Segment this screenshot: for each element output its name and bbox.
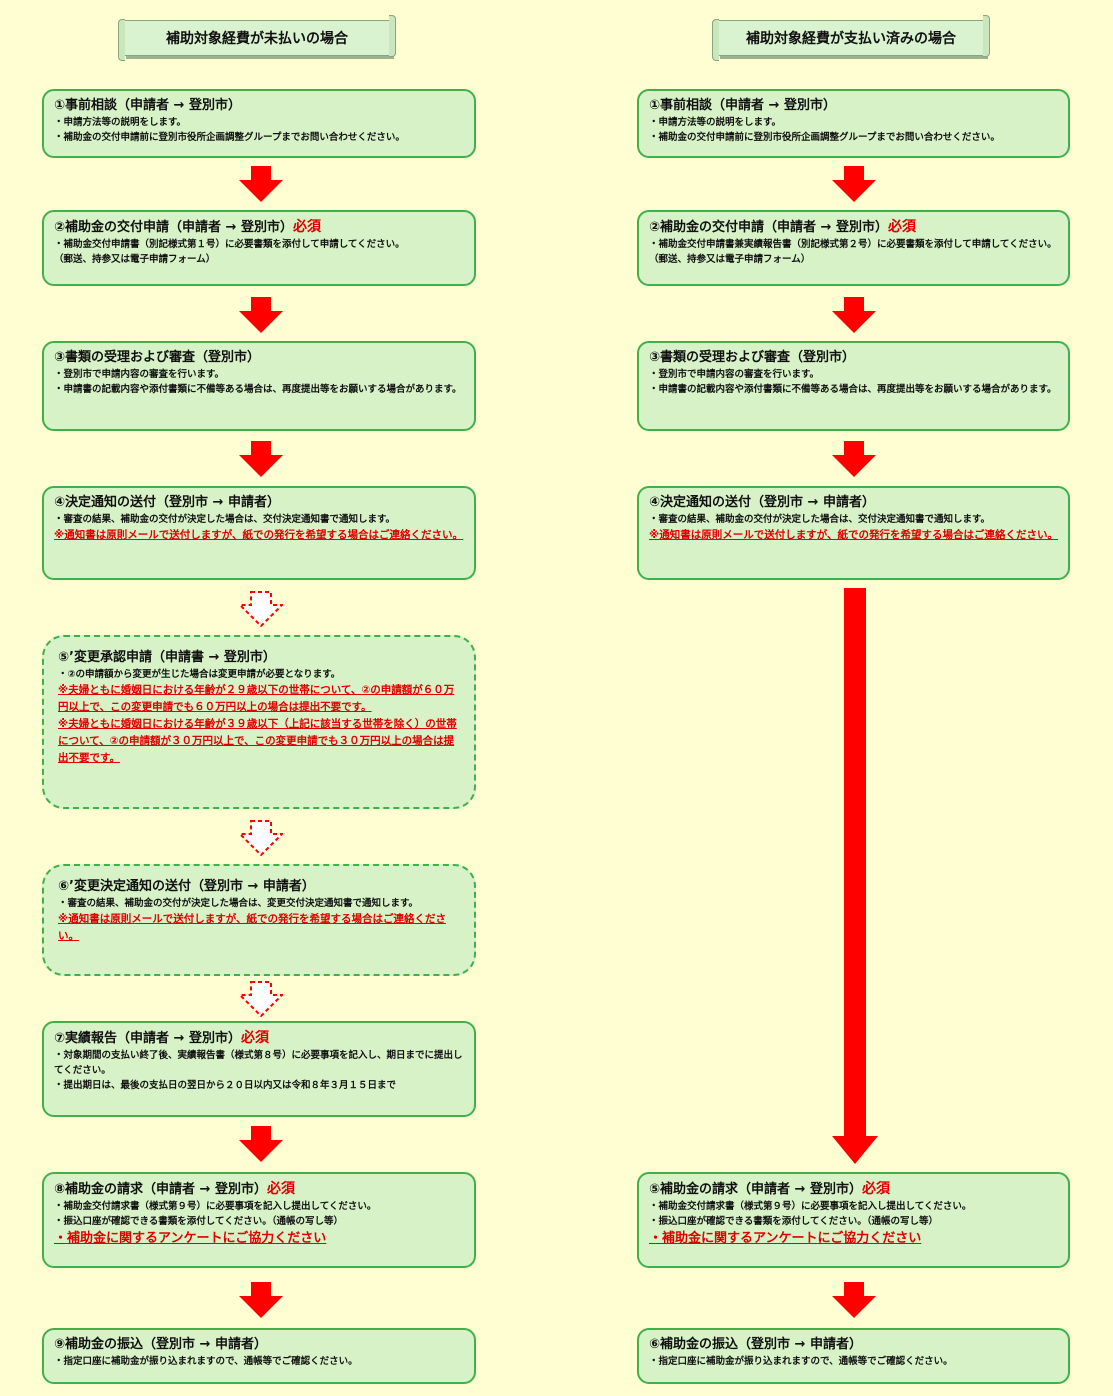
email-notice: ※通知書は原則メールで送付しますが、紙での発行を希望する場合はご連絡ください。 — [58, 913, 446, 942]
left-step-3-review: ③書類の受理および審査（登別市） ・登別市で申請内容の審査を行います。 ・申請書… — [42, 341, 476, 431]
right-step-1-consultation: ①事前相談（申請者 → 登別市） ・申請方法等の説明をします。 ・補助金の交付申… — [637, 89, 1070, 158]
survey-request: ・補助金に関するアンケートにご協力ください — [649, 1231, 922, 1246]
step-title: ⑨補助金の振込（登別市 → 申請者） — [54, 1337, 267, 1352]
right-step-3-review: ③書類の受理および審査（登別市） ・登別市で申請内容の審査を行います。 ・申請書… — [637, 341, 1070, 431]
required-badge: 必須 — [240, 1030, 269, 1046]
down-arrow-icon — [239, 1126, 283, 1162]
step-title-text: ②補助金の交付申請（申請者 → 登別市） — [649, 220, 888, 235]
step-title: ⑤補助金の請求（申請者 → 登別市）必須 — [649, 1180, 1058, 1199]
step-title: ④決定通知の送付（登別市 → 申請者） — [649, 495, 875, 510]
right-column-header: 補助対象経費が支払い済みの場合 — [712, 15, 990, 61]
step-title: ④決定通知の送付（登別市 → 申請者） — [54, 495, 280, 510]
step-text: ・申請方法等の説明をします。 — [54, 117, 187, 128]
right-step-6-payment: ⑥補助金の振込（登別市 → 申請者） ・指定口座に補助金が振り込まれますので、通… — [637, 1328, 1070, 1384]
down-arrow-icon — [832, 441, 876, 477]
step-text: ・補助金の交付申請前に登別市役所企画調整グループまでお問い合わせください。 — [54, 132, 405, 143]
step-title: ⑧補助金の請求（申請者 → 登別市）必須 — [54, 1180, 464, 1199]
step-title: ②補助金の交付申請（申請者 → 登別市）必須 — [649, 218, 1058, 237]
step-text: ・補助金交付申請書（別記様式第１号）に必要書類を添付して申請してください。 — [54, 239, 405, 250]
step-title-text: ⑧補助金の請求（申請者 → 登別市） — [54, 1182, 267, 1197]
step-text: ・指定口座に補助金が振り込まれますので、通帳等でご確認ください。 — [649, 1356, 953, 1367]
step-text: ・審査の結果、補助金の交付が決定した場合は、変更交付決定通知書で通知します。 — [58, 898, 419, 909]
dashed-down-arrow-icon — [239, 981, 283, 1017]
down-arrow-icon — [239, 166, 283, 202]
long-down-arrow-icon — [832, 588, 878, 1164]
right-step-4-decision-notice: ④決定通知の送付（登別市 → 申請者） ・審査の結果、補助金の交付が決定した場合… — [637, 486, 1070, 580]
step-text: ・指定口座に補助金が振り込まれますので、通帳等でご確認ください。 — [54, 1356, 358, 1367]
right-step-2-application: ②補助金の交付申請（申請者 → 登別市）必須 ・補助金交付申請書兼実績報告書（別… — [637, 210, 1070, 286]
step-title: ⑥’変更決定通知の送付（登別市 → 申請者） — [58, 879, 315, 894]
step-text: ・審査の結果、補助金の交付が決定した場合は、交付決定通知書で通知します。 — [649, 514, 991, 525]
email-notice: ※通知書は原則メールで送付しますが、紙での発行を希望する場合はご連絡ください。 — [649, 529, 1058, 541]
exemption-note: ※夫婦ともに婚姻日における年齢が３９歳以下（上記に該当する世帯を除く）の世帯につ… — [58, 718, 457, 764]
down-arrow-icon — [239, 297, 283, 333]
step-text: ・申請書の記載内容や添付書類に不備等ある場合は、再度提出等をお願いする場合があり… — [54, 384, 462, 395]
step-text: ・振込口座が確認できる書類を添付してください。（通帳の写し等） — [54, 1216, 343, 1227]
step-text: ・補助金交付申請書兼実績報告書（別記様式第２号）に必要書類を添付して申請してくだ… — [649, 239, 1057, 265]
down-arrow-icon — [832, 1282, 876, 1318]
down-arrow-icon — [832, 297, 876, 333]
exemption-note: ※夫婦ともに婚姻日における年齢が２９歳以下の世帯について、②の申請額が６０万円以… — [58, 684, 455, 713]
step-text: ・提出期日は、最後の支払日の翌日から２０日以内又は令和８年３月１５日まで — [54, 1080, 397, 1091]
step-title: ②補助金の交付申請（申請者 → 登別市）必須 — [54, 218, 464, 237]
step-title: ①事前相談（申請者 → 登別市） — [649, 98, 836, 113]
required-badge: 必須 — [292, 219, 321, 235]
step-title: ③書類の受理および審査（登別市） — [649, 350, 856, 365]
required-badge: 必須 — [887, 219, 916, 235]
step-title: ⑥補助金の振込（登別市 → 申請者） — [649, 1337, 862, 1352]
step-title: ①事前相談（申請者 → 登別市） — [54, 98, 241, 113]
survey-request: ・補助金に関するアンケートにご協力ください — [54, 1231, 327, 1246]
step-text: ・申請書の記載内容や添付書類に不備等ある場合は、再度提出等をお願いする場合があり… — [649, 384, 1057, 395]
step-text: ・登別市で申請内容の審査を行います。 — [649, 369, 820, 380]
down-arrow-icon — [239, 1282, 283, 1318]
left-step-5-change-application: ⑤’変更承認申請（申請書 → 登別市） ・②の申請額から変更が生じた場合は変更申… — [42, 635, 476, 809]
down-arrow-icon — [832, 166, 876, 202]
required-badge: 必須 — [861, 1181, 890, 1197]
left-step-1-consultation: ①事前相談（申請者 → 登別市） ・申請方法等の説明をします。 ・補助金の交付申… — [42, 89, 476, 158]
step-title: ⑤’変更承認申請（申請書 → 登別市） — [58, 650, 276, 665]
left-step-6-change-notice: ⑥’変更決定通知の送付（登別市 → 申請者） ・審査の結果、補助金の交付が決定し… — [42, 864, 476, 976]
step-text: ・審査の結果、補助金の交付が決定した場合は、交付決定通知書で通知します。 — [54, 514, 396, 525]
step-text: ・補助金の交付申請前に登別市役所企画調整グループまでお問い合わせください。 — [649, 132, 1000, 143]
step-text: ・申請方法等の説明をします。 — [649, 117, 782, 128]
down-arrow-icon — [239, 441, 283, 477]
dashed-down-arrow-icon — [239, 591, 283, 627]
step-title-text: ②補助金の交付申請（申請者 → 登別市） — [54, 220, 293, 235]
step-title: ⑦実績報告（申請者 → 登別市）必須 — [54, 1029, 464, 1048]
required-badge: 必須 — [266, 1181, 295, 1197]
step-text: （郵送、持参又は電子申請フォーム） — [54, 254, 216, 265]
step-text: ・振込口座が確認できる書類を添付してください。（通帳の写し等） — [649, 1216, 938, 1227]
step-text: ・対象期間の支払い終了後、実績報告書（様式第８号）に必要事項を記入し、期日までに… — [54, 1050, 463, 1076]
step-text: ・補助金交付請求書（様式第９号）に必要事項を記入し提出してください。 — [649, 1201, 972, 1212]
left-step-8-subsidy-claim: ⑧補助金の請求（申請者 → 登別市）必須 ・補助金交付請求書（様式第９号）に必要… — [42, 1172, 476, 1268]
email-notice: ※通知書は原則メールで送付しますが、紙での発行を希望する場合はご連絡ください。 — [54, 529, 463, 541]
right-step-5-subsidy-claim: ⑤補助金の請求（申請者 → 登別市）必須 ・補助金交付請求書（様式第９号）に必要… — [637, 1172, 1070, 1268]
dashed-down-arrow-icon — [239, 820, 283, 856]
step-text: ・②の申請額から変更が生じた場合は変更申請が必要となります。 — [58, 669, 341, 680]
step-text: ・補助金交付請求書（様式第９号）に必要事項を記入し提出してください。 — [54, 1201, 377, 1212]
step-title-text: ⑦実績報告（申請者 → 登別市） — [54, 1031, 241, 1046]
step-text: ・登別市で申請内容の審査を行います。 — [54, 369, 225, 380]
left-step-7-performance-report: ⑦実績報告（申請者 → 登別市）必須 ・対象期間の支払い終了後、実績報告書（様式… — [42, 1021, 476, 1117]
step-title: ③書類の受理および審査（登別市） — [54, 350, 261, 365]
step-title-text: ⑤補助金の請求（申請者 → 登別市） — [649, 1182, 862, 1197]
left-step-4-decision-notice: ④決定通知の送付（登別市 → 申請者） ・審査の結果、補助金の交付が決定した場合… — [42, 486, 476, 580]
left-column-header: 補助対象経費が未払いの場合 — [118, 15, 396, 61]
left-step-2-application: ②補助金の交付申請（申請者 → 登別市）必須 ・補助金交付申請書（別記様式第１号… — [42, 210, 476, 286]
left-step-9-payment: ⑨補助金の振込（登別市 → 申請者） ・指定口座に補助金が振り込まれますので、通… — [42, 1328, 476, 1384]
